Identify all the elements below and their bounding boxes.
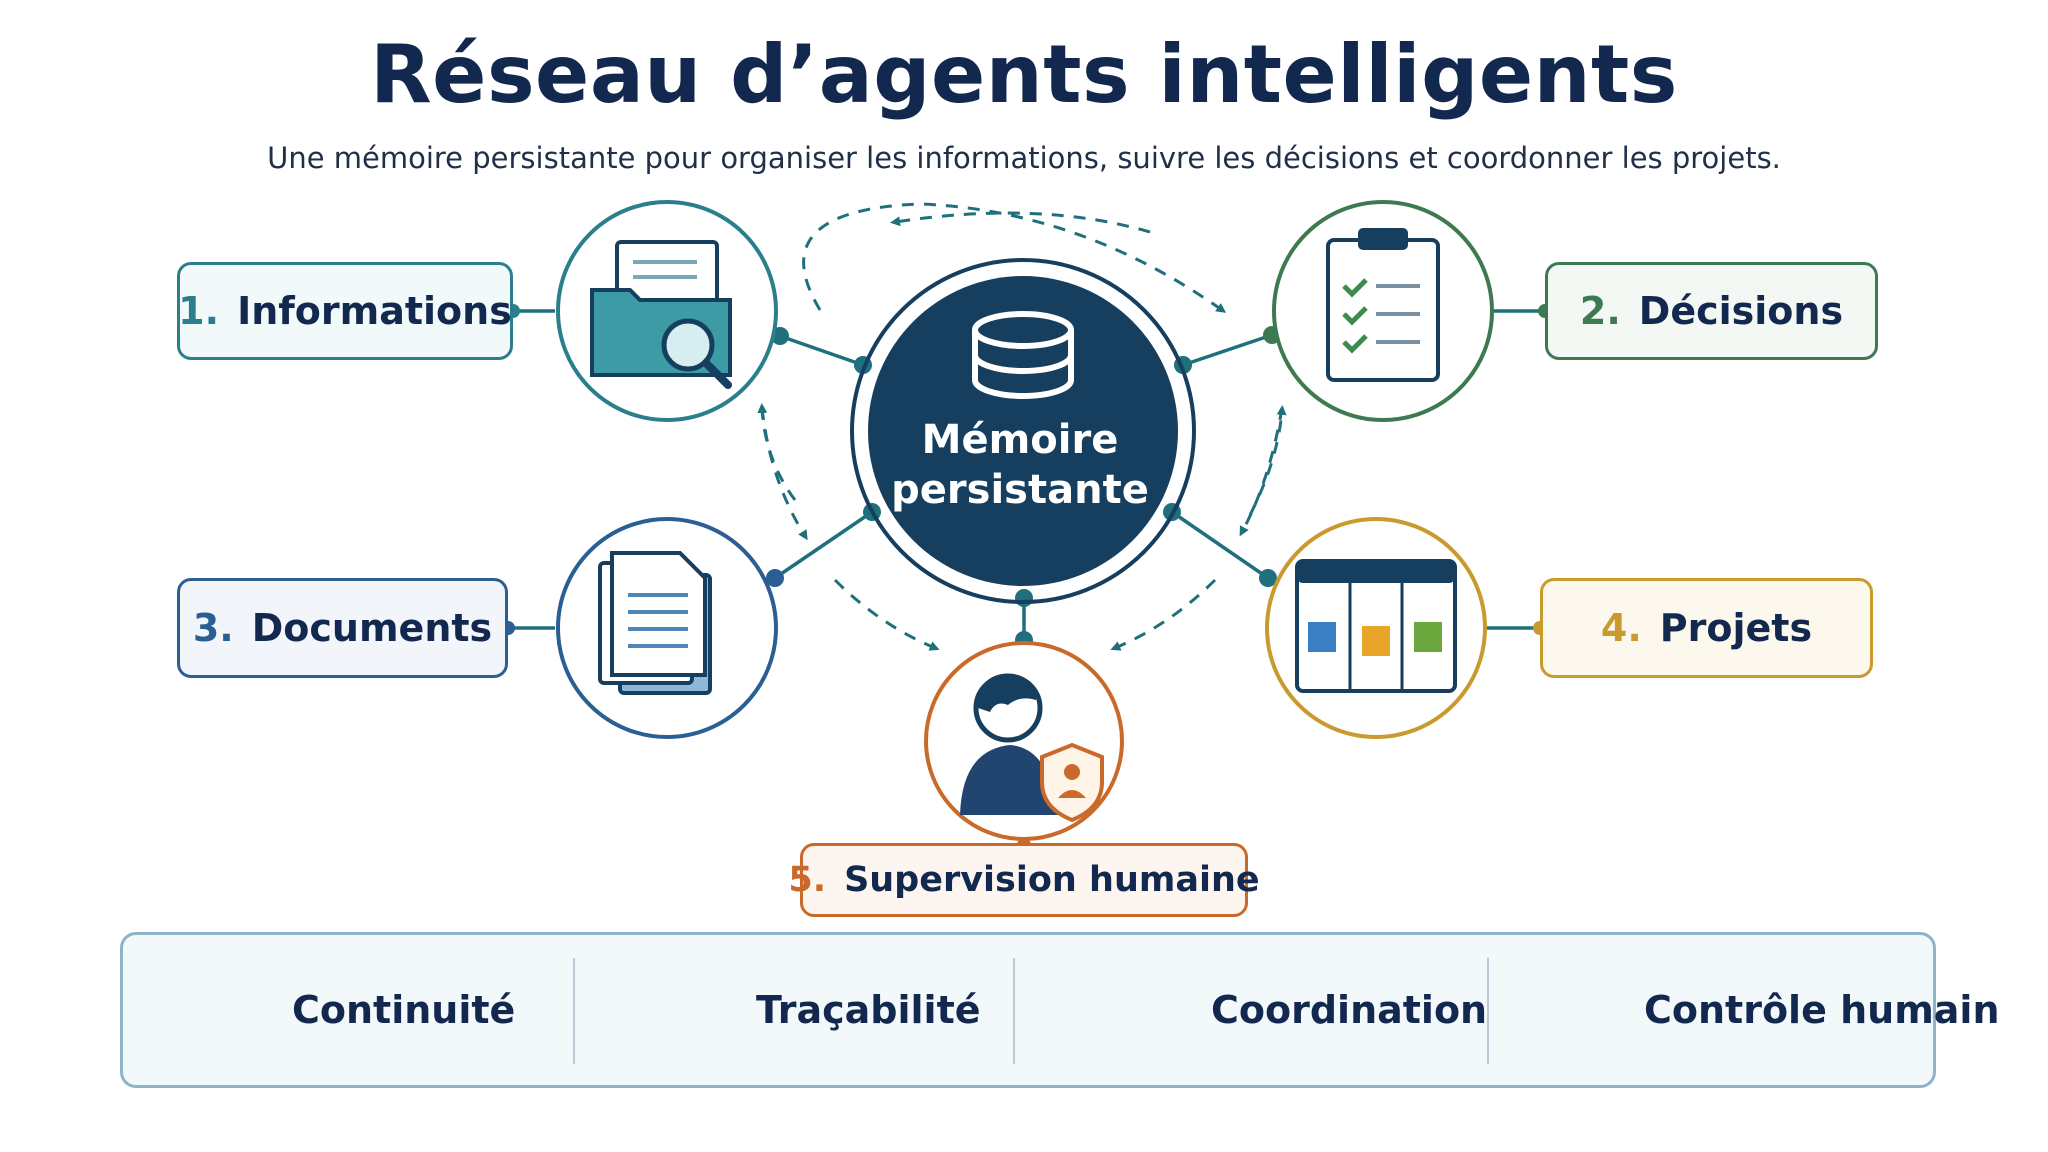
person-shield-icon: [960, 673, 1104, 823]
label-number: 2.: [1579, 289, 1621, 333]
arrow-top-start: [890, 211, 1151, 234]
arrow-top: [802, 202, 1227, 313]
label-decisions: 2. Décisions: [1545, 262, 1878, 360]
label-text: Supervision humaine: [844, 860, 1260, 900]
cycle-arrows: [757, 202, 1287, 651]
label-informations: 1. Informations: [177, 262, 513, 360]
memory-hub-line2: persistante: [891, 467, 1149, 513]
page-subtitle: Une mémoire persistante pour organiser l…: [267, 141, 1781, 175]
label-number: 3.: [192, 606, 234, 650]
page-title: Réseau d’agents intelligents: [370, 28, 1678, 121]
memory-hub: [850, 258, 1196, 604]
folder-search-icon: [590, 240, 732, 389]
separator: [573, 958, 575, 1064]
label-text: Informations: [237, 289, 512, 333]
memory-hub-label: Mémoire persistante: [880, 415, 1160, 515]
arrow-right: [1239, 407, 1284, 537]
label-text: Décisions: [1638, 289, 1844, 333]
feature-label: Coordination: [1211, 988, 1488, 1032]
node-supervision: [924, 641, 1124, 841]
feature-tracabilite: Traçabilité: [756, 932, 981, 1088]
feature-continuite: Continuité: [292, 932, 515, 1088]
feature-controle-humain: Contrôle humain: [1644, 932, 2000, 1088]
features-bar: [120, 932, 1936, 1088]
separator: [1487, 958, 1489, 1064]
feature-label: Continuité: [292, 988, 516, 1032]
label-text: Documents: [251, 606, 493, 650]
feature-label: Contrôle humain: [1644, 988, 2000, 1032]
feature-label: Traçabilité: [756, 988, 981, 1032]
node-decisions: [1272, 200, 1494, 422]
separator: [1013, 958, 1015, 1064]
arrow-bottom-left: [833, 578, 940, 651]
node-documents: [556, 517, 778, 739]
node-informations: [556, 200, 778, 422]
label-number: 4.: [1600, 606, 1642, 650]
node-projets: [1265, 517, 1487, 739]
label-projets: 4. Projets: [1540, 578, 1873, 678]
database-icon: [972, 311, 1074, 399]
label-number: 1.: [178, 289, 220, 333]
connectors: [508, 309, 1545, 640]
label-number: 5.: [788, 860, 827, 900]
arrow-right-up: [1248, 405, 1287, 516]
feature-coordination: Coordination: [1211, 932, 1487, 1088]
arrow-left-up: [757, 403, 797, 501]
clipboard-checklist-icon: [1326, 228, 1440, 382]
label-text: Projets: [1659, 606, 1813, 650]
documents-icon: [598, 551, 712, 695]
label-supervision: 5. Supervision humaine: [788, 843, 1260, 917]
arrow-left: [760, 407, 808, 541]
arrow-bottom-right: [1110, 578, 1217, 651]
label-documents: 3. Documents: [177, 578, 508, 678]
memory-hub-line1: Mémoire: [921, 417, 1119, 463]
kanban-board-icon: [1295, 559, 1457, 693]
